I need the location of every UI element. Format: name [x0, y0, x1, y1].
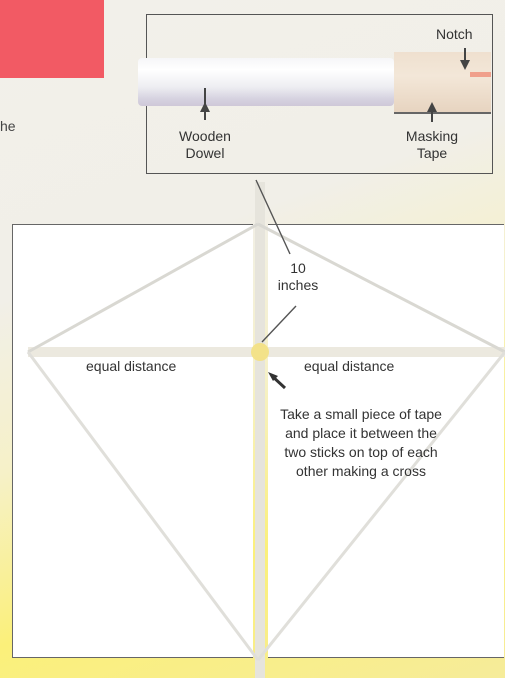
notch-mark [470, 72, 491, 77]
kite-panel-right [268, 224, 504, 658]
ten-inch-leader-line [255, 179, 291, 255]
tape-cross-point [251, 343, 269, 361]
cross-leader-line [261, 305, 297, 343]
equal-distance-left-label: equal distance [86, 358, 177, 374]
kite-panel-left [12, 224, 253, 658]
equal-distance-right-label: equal distance [304, 358, 395, 374]
masking-tape [394, 52, 491, 112]
red-header-block [0, 0, 104, 78]
wooden-dowel-label: Wooden Dowel [179, 128, 231, 161]
tape-instruction-text: Take a small piece of tape and place it … [280, 406, 442, 479]
notch-label: Notch [436, 26, 473, 42]
masking-tape-label: Masking Tape [405, 128, 459, 161]
ten-inches-label: 10 inches [277, 260, 319, 293]
wooden-dowel [138, 58, 394, 106]
tape-edge-line [394, 112, 491, 114]
cut-off-text: he [0, 118, 16, 134]
